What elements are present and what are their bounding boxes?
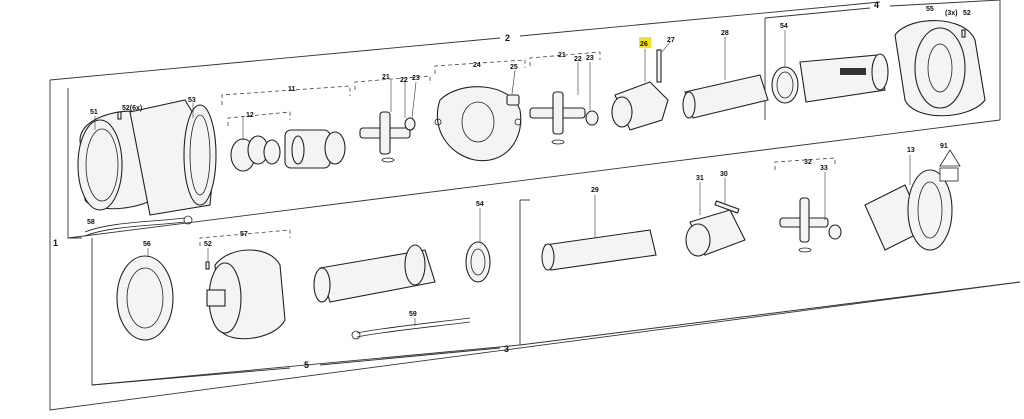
label-part-25: 25 [510,64,518,71]
label-part-27: 27 [667,37,675,44]
label-part-54b: 54 [476,201,484,208]
part-29-profile-tube [541,229,657,271]
highlight-part-26 [639,37,651,48]
bracket-32 [774,157,836,170]
bracket-12 [227,111,291,126]
part-28-profile-tube [682,74,769,119]
frame-group-1 [49,80,1021,411]
frame-bottom-3 [319,347,501,366]
frame-group-5 [91,367,291,386]
part-91-warning-labels [939,149,961,182]
label-part-56: 56 [143,241,151,248]
label-part-52c: 52 [963,10,971,17]
label-part-21a: 21 [382,74,390,81]
label-part-26: 26 [640,41,648,48]
label-part-57: 57 [240,231,248,238]
label-part-21b: 21 [558,52,566,59]
label-part-91: 91 [940,143,948,150]
label-part-55-qty: (3x) [945,10,957,17]
part-56-guard-ring [116,255,174,341]
label-part-12: 12 [246,112,254,119]
part-21-cross-journal-right [529,91,599,145]
label-part-52b: 52 [204,241,212,248]
label-part-23a: 23 [412,75,420,82]
label-part-53: 53 [188,97,196,104]
part-32-cross-journal [779,197,842,253]
frame-right-bottom [519,281,1021,346]
part-31-yoke [685,209,746,257]
label-part-13: 13 [907,147,915,154]
bracket-21a [354,75,431,90]
part-12-rings [230,135,281,172]
part-54-guard-bearing-top [771,66,799,104]
frame-top-4 [764,7,871,19]
part-52-screws [117,29,966,270]
label-group-1: 1 [53,238,58,248]
label-part-59: 59 [409,311,417,318]
label-part-30: 30 [720,171,728,178]
part-11-yoke-assembly [284,129,346,169]
frame-top-2 [49,37,501,81]
label-part-22b: 22 [574,56,582,63]
label-part-33: 33 [820,165,828,172]
part-58-safety-chain [84,215,193,237]
label-part-51: 51 [90,109,98,116]
label-group-5: 5 [304,360,309,370]
part-59-safety-chain [351,317,471,340]
label-part-58: 58 [87,219,95,226]
label-part-54a: 54 [780,23,788,30]
label-part-23b: 23 [586,55,594,62]
label-part-32: 32 [804,159,812,166]
part-57-guard-cone [206,249,286,340]
label-group-2: 2 [505,33,510,43]
label-part-11: 11 [288,86,296,93]
bracket-21b [529,51,601,66]
part-54-guard-bearing-bottom [465,241,491,283]
part-guard-tube-bottom [313,244,436,303]
part-53-bearing-ring [129,99,217,216]
bracket-24 [434,59,526,74]
label-part-52a: 52(6x) [122,105,142,112]
label-group-3: 3 [504,344,509,354]
part-21-cross-journal-left [359,111,416,163]
frame-group-2-bottom [67,119,1001,239]
leader-lines [94,30,911,326]
label-group-4: 4 [874,0,879,10]
label-part-55: 55 [926,6,934,13]
label-part-29: 29 [591,187,599,194]
frame-top-2b [519,1,881,37]
bracket-57 [199,229,291,246]
bracket-11 [221,85,351,105]
label-part-22a: 22 [400,77,408,84]
label-part-31: 31 [696,175,704,182]
part-30-pin [714,200,740,214]
part-26-yoke [611,81,669,131]
label-part-24: 24 [473,62,481,69]
frame-group-3 [91,200,521,386]
part-27-pin [656,49,662,83]
part-25-spring [506,94,520,106]
part-24-cv-housing [434,86,522,162]
part-13-flange-yoke [864,169,953,251]
part-55-guard-cone-right [894,20,986,117]
label-part-28: 28 [721,30,729,37]
frame-top-4b [889,0,1001,7]
part-guard-tube-top [799,53,889,103]
